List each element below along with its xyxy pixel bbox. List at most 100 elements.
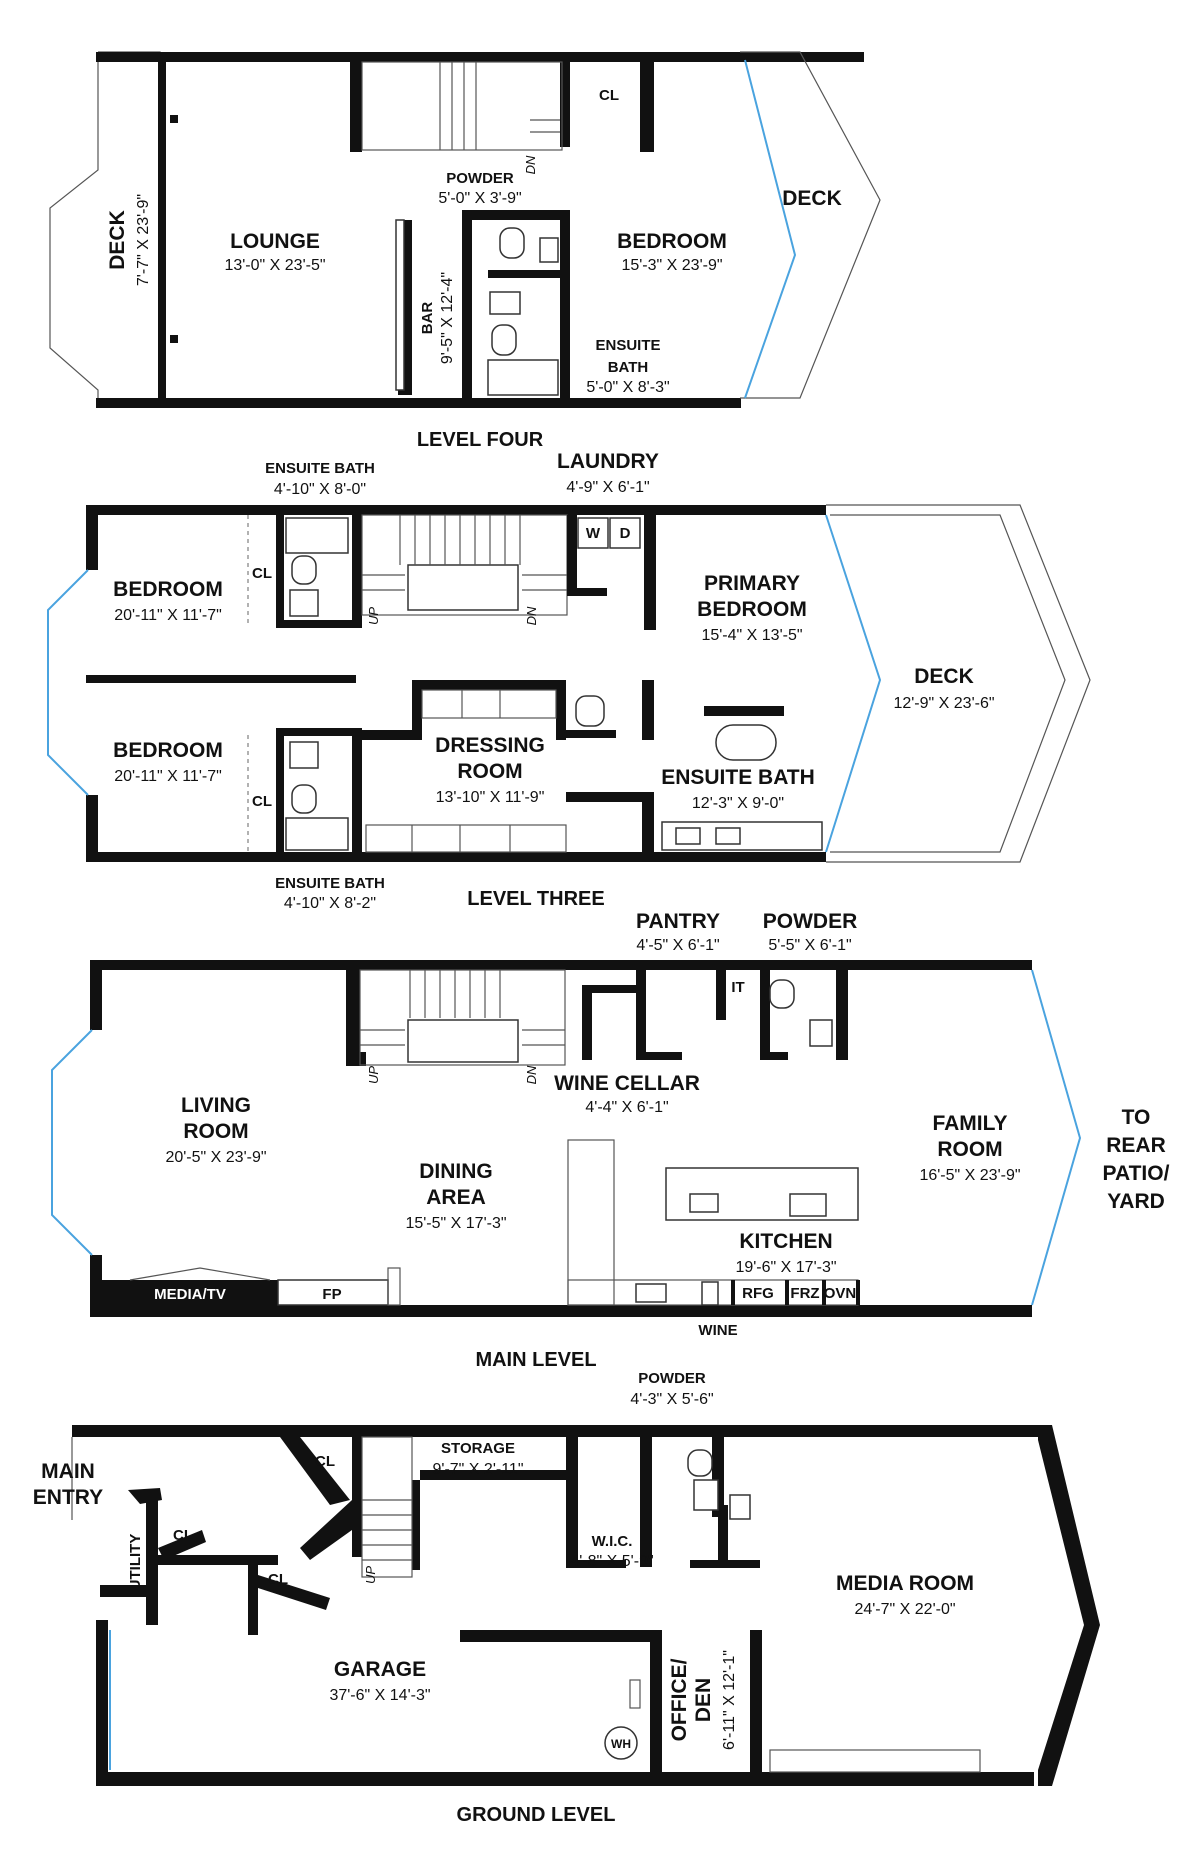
level-three-wc-right [642,680,654,740]
level-three-ensuite-bottom-tub [285,817,349,851]
level-four-lounge-dims: 13'-0" X 23'-5" [224,257,325,274]
main-level-wine-fridge [701,1281,719,1306]
main-level-bottom-wall [90,1305,1032,1317]
level-three-ensuite-top-toilet [291,555,317,585]
main-level-stair-wall-foot [346,1052,366,1066]
level-four-stair-wall-left [350,52,362,152]
ground-level-cl2-label: CL [315,1453,335,1470]
level-three-ensuite-bottom-name: ENSUITE BATH [275,875,385,892]
ground-level-left-wall [96,1620,108,1786]
ground-level-utility-bottom [100,1585,146,1597]
level-four-plan: DECK 7'-7" X 23'-9" LOUNGE 13'-0" X 23'-… [49,51,881,451]
main-level-kitchen-dims: 19'-6" X 17'-3" [735,1259,836,1276]
level-three-plan: ENSUITE BATH 4'-10" X 8'-0" LAUNDRY 4'-9… [47,450,1091,912]
ground-level-cl3-slant [258,1575,330,1610]
main-level-powder-dims: 5'-5" X 6'-1" [768,937,851,954]
main-level-rfg-label: RFG [742,1285,774,1302]
ground-level-bottom-wall [96,1772,1034,1786]
ground-level-storage-bottom [420,1470,570,1480]
main-level-pantry-bottom [646,1052,682,1060]
level-three-bedroom-top-name: BEDROOM [113,578,223,601]
main-level-appliance-divider-3 [822,1280,826,1305]
main-level-rear-window [1031,969,1082,1306]
main-level-powder-bottom [768,1052,788,1060]
level-three-deck-name: DECK [914,665,974,688]
main-level-to-rear-3: PATIO/ [1103,1162,1170,1185]
level-three-dressing-right-upper [556,680,566,740]
level-four-powder-toilet [499,227,525,259]
ground-level-office-name-2: DEN [692,1678,715,1722]
level-three-ensuite-top-wall-left [276,515,284,625]
main-level-pantry-dims: 4'-5" X 6'-1" [636,937,719,954]
level-three-dressing-top-wall [412,680,562,690]
ground-level-top-wall [72,1425,1038,1437]
ground-level-office-wall-right [750,1630,762,1775]
level-three-vanity-sink-2 [715,827,741,845]
level-three-washer-label: W [586,525,601,542]
ground-level-wic-wall-left [566,1437,578,1567]
ground-level-media-room-name: MEDIA ROOM [836,1572,974,1595]
level-four-lounge-name: LOUNGE [230,230,320,253]
level-four-deck-left-name: DECK [106,210,129,270]
ground-level-water-heater [604,1726,638,1760]
main-level-media-tv-label: MEDIA/TV [154,1286,226,1303]
main-level-stair [359,969,566,1066]
level-three-laundry-name: LAUNDRY [557,450,659,473]
level-three-wc-bottom [566,730,616,738]
ground-level-wic-dims: 4'-8" X 5'-9" [570,1553,653,1570]
ground-level-garage-name: GARAGE [334,1658,426,1681]
level-four-powder-dims: 5'-0" X 3'-9" [438,190,521,207]
ground-level-powder-bottom [690,1560,760,1568]
main-level-powder-sink [809,1019,833,1047]
level-three-dryer [609,517,641,549]
main-level-pantry-name: PANTRY [636,910,720,933]
level-four-ensuite-dims: 5'-0" X 8'-3" [586,379,669,396]
main-level-fp-hearth [387,1267,401,1306]
main-level-stair-dn: DN [524,1065,539,1084]
level-three-left-wall-bottom [86,795,98,862]
level-four-deck-right-outline [740,51,881,399]
ground-level-office-name-1: OFFICE/ [668,1658,691,1741]
level-three-laundry-wall-right [644,515,656,630]
ground-level-utility-wall [146,1500,158,1625]
level-three-left-wall-top [86,505,98,570]
level-three-closet-top-label: CL [252,565,272,582]
level-three-ensuite-wall [642,792,654,862]
ground-level-wic-wall-right [640,1437,652,1567]
main-level-powder-name: POWDER [763,910,858,933]
level-three-title: LEVEL THREE [467,888,604,910]
ground-level-wic-name: W.I.C. [592,1533,633,1550]
ground-level-storage-dims: 9'-7" X 2'-11" [433,1461,524,1478]
ground-level-right-wall [1038,1425,1100,1786]
main-level-to-rear-1: TO [1122,1106,1151,1129]
main-level-family-name-1: FAMILY [932,1112,1007,1135]
main-level-dining-name-2: AREA [426,1186,486,1209]
main-level-living-name-2: ROOM [183,1120,248,1143]
level-four-ensuite-name-2: BATH [608,359,649,376]
level-three-dressing-left-step [356,730,422,740]
level-three-vanity-sink-1 [675,827,701,845]
main-level-frz-label: FRZ [790,1285,819,1302]
main-level-powder-wall-left [760,970,770,1060]
ground-level-wic-bottom [566,1560,626,1568]
ground-level-media-cabinet [769,1749,981,1773]
level-three-ensuite-top-tub [285,517,349,554]
level-three-closet-bottom-label: CL [252,793,272,810]
level-three-bedroom-divider [86,675,356,683]
main-level-wine-wall-right [636,970,646,1060]
ground-level-wh-label: WH [611,1737,631,1751]
level-four-ensuite-wall [560,210,570,408]
level-three-ensuite-primary-dims: 12'-3" X 9'-0" [692,795,784,812]
ground-level-powder-name: POWDER [638,1370,706,1387]
level-four-powder-name: POWDER [446,170,514,187]
level-three-deck-inner [830,514,1066,853]
main-level-top-wall [90,960,1032,970]
main-level-appliance-divider-1 [731,1280,735,1305]
level-three-ensuite-bottom-sink [289,741,319,769]
ground-level-cl3-label: CL [268,1571,288,1588]
main-level-appliance-divider-4 [856,1280,860,1305]
level-three-stair [361,514,568,616]
level-four-closet-label: CL [599,87,619,104]
level-three-dressing-right-lower [566,792,646,802]
